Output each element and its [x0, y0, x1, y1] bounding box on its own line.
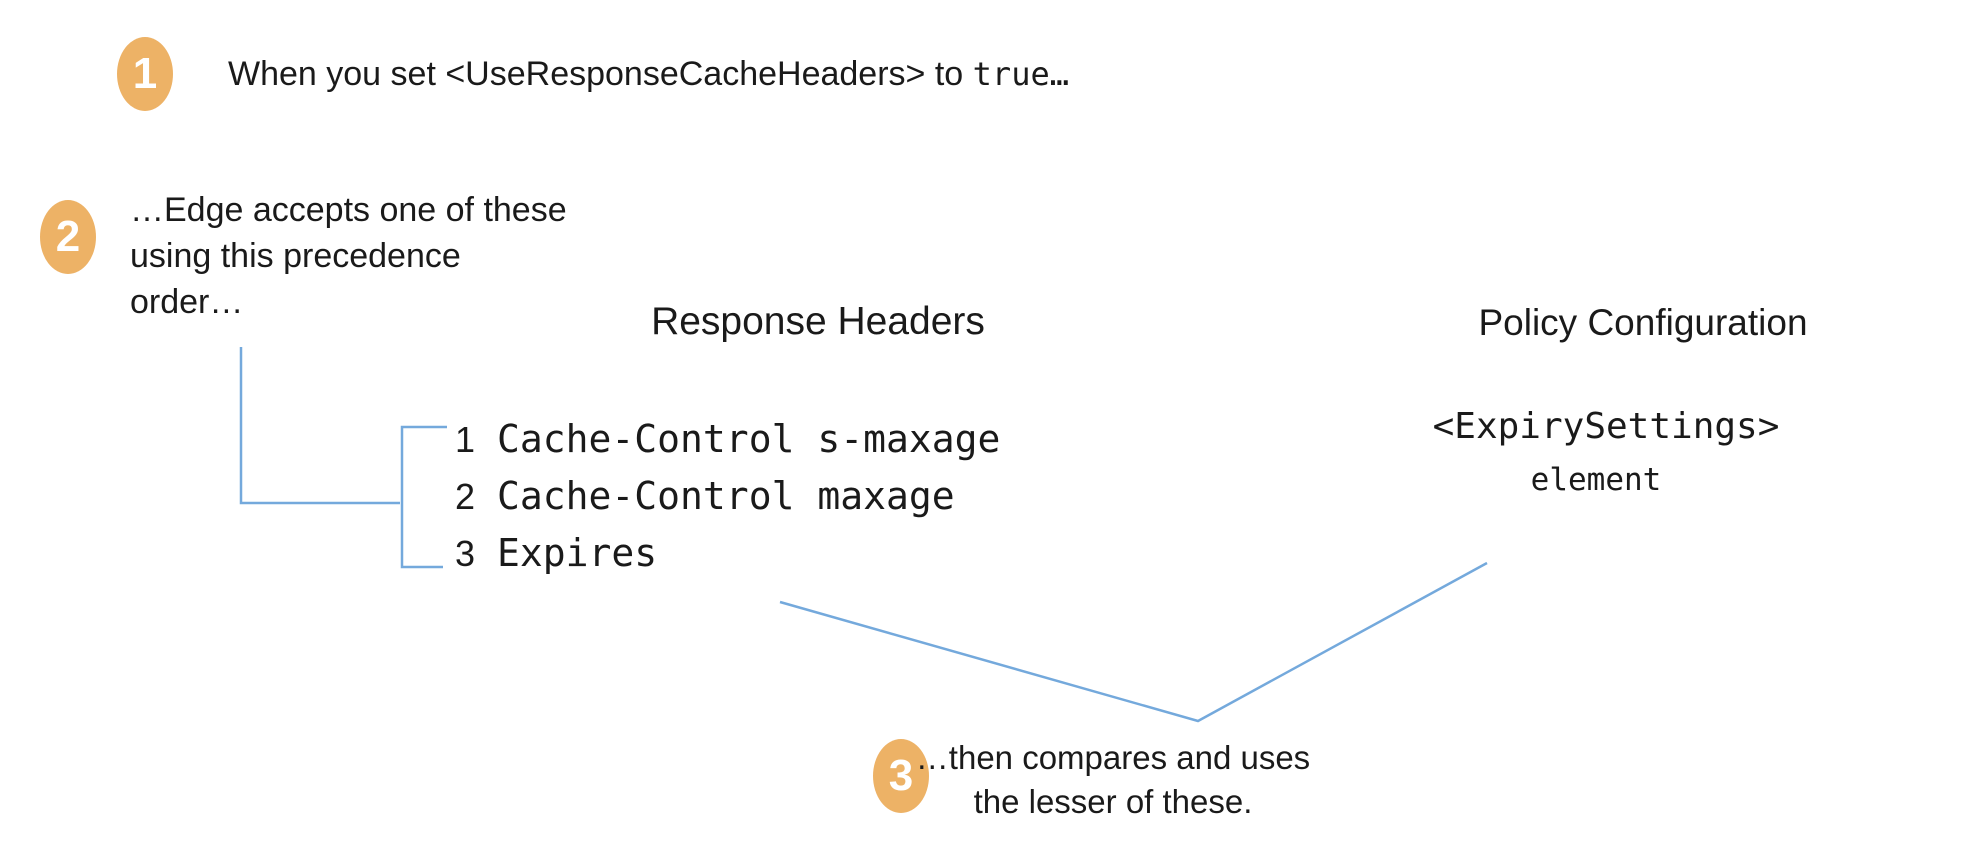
expiry-settings-element-label: element: [1530, 462, 1662, 498]
precedence-item-2-value: Cache-Control maxage: [497, 474, 955, 518]
precedence-item-3-value: Expires: [497, 531, 658, 575]
precedence-item-3: 3 Expires: [455, 525, 1000, 582]
precedence-list: 1 Cache-Control s-maxage 2 Cache-Control…: [455, 411, 1000, 582]
precedence-connector-line: [239, 347, 400, 505]
expiry-settings-element-name: <ExpirySettings>: [1432, 406, 1780, 447]
step3-text-line2: the lesser of these.: [973, 783, 1253, 820]
precedence-item-1: 1 Cache-Control s-maxage: [455, 411, 1000, 468]
step1-badge: 1: [117, 37, 173, 111]
precedence-item-1-value: Cache-Control s-maxage: [497, 417, 1001, 461]
precedence-item-2-rank: 2: [455, 476, 476, 517]
step3-badge-number: 3: [888, 751, 914, 800]
step2-badge-number: 2: [55, 212, 81, 261]
step3-text: …then compares and uses the lesser of th…: [813, 736, 1413, 824]
precedence-item-2: 2 Cache-Control maxage: [455, 468, 1000, 525]
step3-text-line1: …then compares and uses: [915, 739, 1311, 776]
step2-text: …Edge accepts one of these using this pr…: [130, 187, 567, 325]
precedence-item-3-rank: 3: [455, 533, 476, 574]
step3-badge: 3: [873, 739, 929, 813]
step2-text-line3: order…: [130, 283, 244, 321]
step1-code-value: true…: [972, 55, 1069, 93]
step2-text-line2: using this precedence: [130, 237, 461, 275]
step1-badge-number: 1: [132, 49, 158, 98]
response-headers-heading: Response Headers: [651, 300, 985, 343]
step2-text-line1: …Edge accepts one of these: [130, 191, 567, 229]
policy-configuration-heading: Policy Configuration: [1478, 302, 1808, 343]
precedence-item-1-rank: 1: [455, 419, 476, 460]
step2-badge: 2: [40, 200, 96, 274]
compare-v-line: [779, 561, 1488, 723]
step1-text: When you set <UseResponseCacheHeaders> t…: [228, 50, 1069, 98]
step1-text-prefix: When you set <UseResponseCacheHeaders> t…: [228, 55, 973, 93]
list-bracket-line: [400, 425, 447, 569]
